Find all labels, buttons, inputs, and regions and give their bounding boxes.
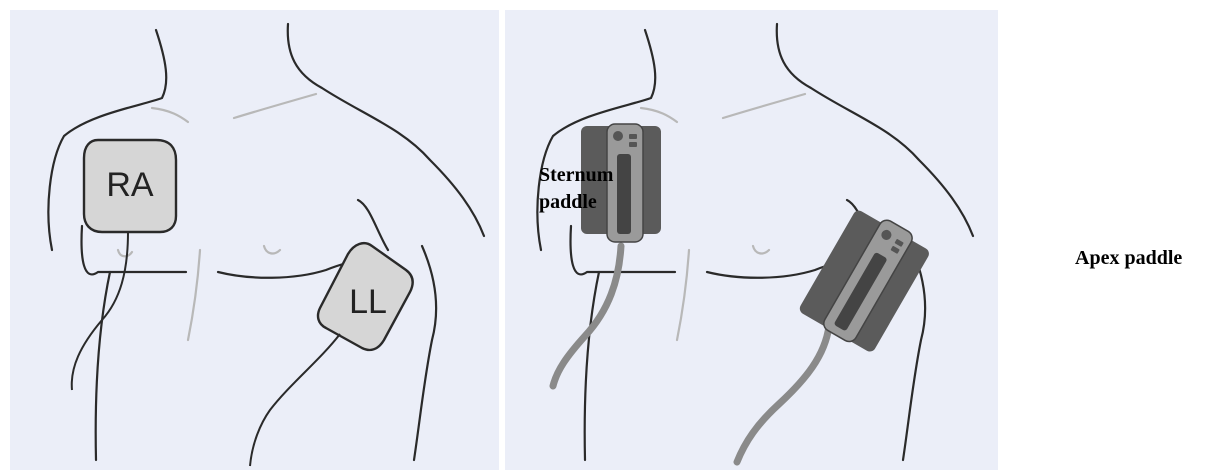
- navel-mark-right: [118, 250, 132, 256]
- torso-left-outline: [82, 226, 186, 274]
- navel-mark: [753, 246, 769, 253]
- arm-left-outline: [96, 272, 110, 460]
- sternum-contour: [677, 250, 689, 340]
- clavicle-right: [641, 108, 677, 122]
- apex-paddle-cable: [737, 326, 829, 462]
- sternum-paddle-caption: Sternum paddle: [539, 162, 659, 216]
- ll-electrode-pad: LL: [318, 243, 413, 350]
- neck-left-outline: [288, 24, 484, 236]
- sternum-contour: [188, 250, 200, 340]
- ll-lead-wire: [250, 334, 340, 466]
- clavicle-left: [234, 94, 316, 118]
- clavicle-right: [152, 108, 188, 122]
- ll-label: LL: [349, 283, 387, 321]
- ra-electrode-pad: RA: [84, 140, 176, 232]
- apex-paddle: [797, 203, 934, 355]
- navel-mark: [264, 246, 280, 253]
- paddles-figure: [505, 10, 998, 470]
- sternum-caption-line2: paddle: [539, 189, 659, 216]
- apex-paddle-caption: Apex paddle: [1075, 245, 1182, 272]
- ra-lead-wire: [72, 232, 128, 390]
- electrode-pads-figure: RA LL: [10, 10, 499, 470]
- electrode-pads-illustration: RA LL: [10, 10, 499, 470]
- sternum-caption-line1: Sternum: [539, 162, 659, 189]
- arm-left-outline: [585, 272, 599, 460]
- ra-label: RA: [106, 166, 154, 204]
- clavicle-left: [723, 94, 805, 118]
- paddles-illustration: [505, 10, 998, 470]
- neck-left-outline: [777, 24, 973, 236]
